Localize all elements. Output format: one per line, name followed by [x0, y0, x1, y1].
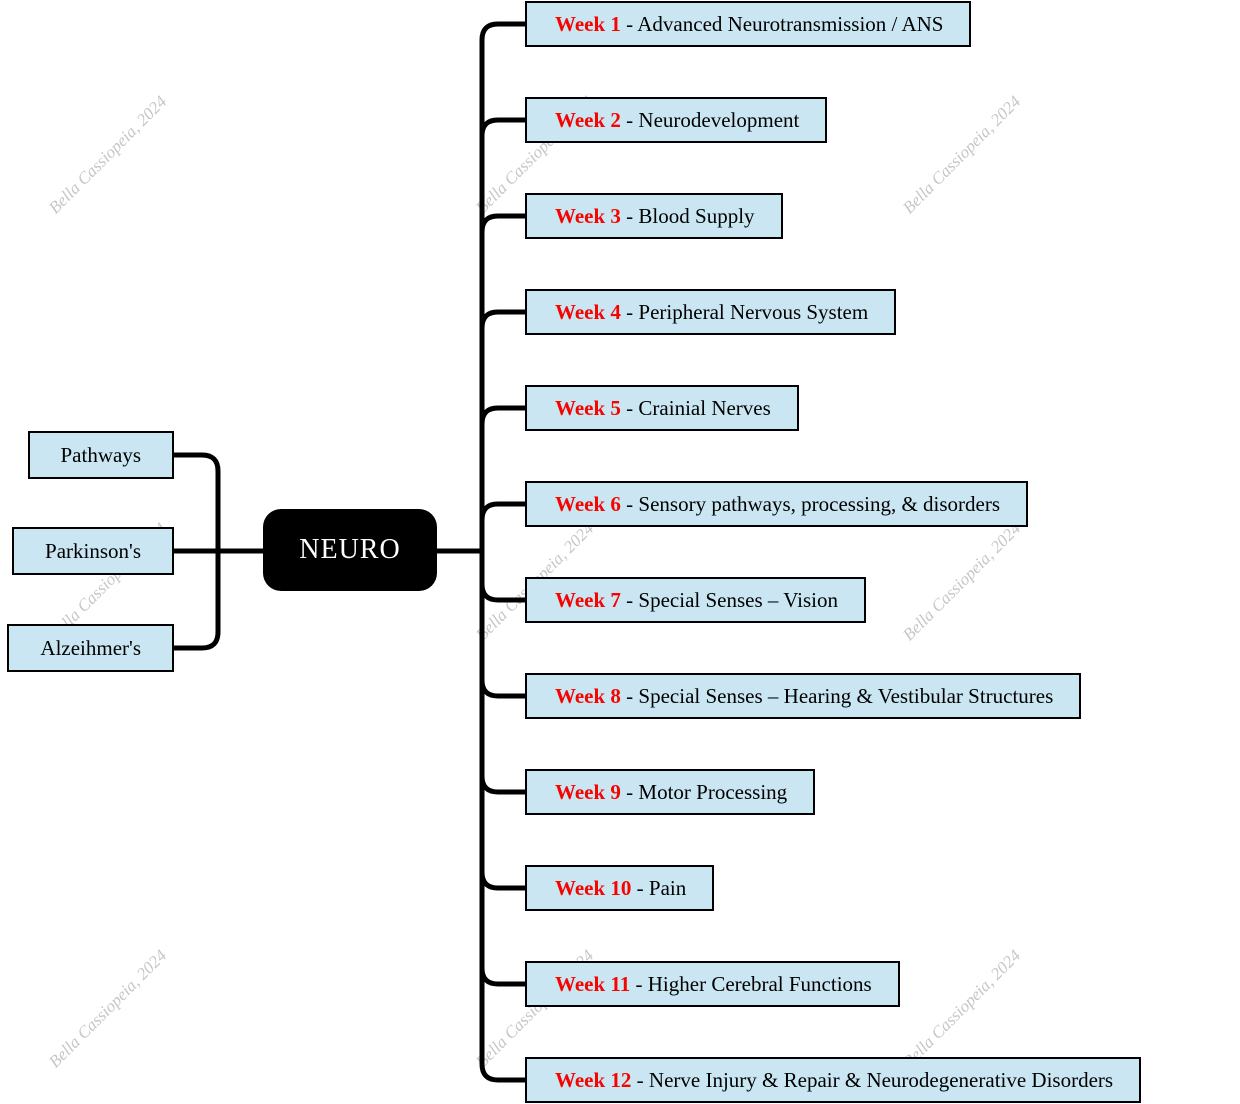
week-title-label: Special Senses – Vision — [638, 588, 839, 612]
week-separator: - — [620, 204, 639, 228]
branch-stub-connector — [479, 213, 525, 233]
week-number-label: Week 9 — [555, 780, 621, 804]
week-title-label: Special Senses – Hearing & Vestibular St… — [638, 684, 1054, 708]
week-number-label: Week 4 — [555, 300, 621, 324]
mindmap-node-week-8: Week 8 - Special Senses – Hearing & Vest… — [525, 673, 1082, 719]
week-title-label: Neurodevelopment — [638, 108, 800, 132]
branch-stub-connector — [479, 117, 525, 137]
week-title-label: Motor Processing — [638, 780, 788, 804]
week-number-label: Week 7 — [555, 588, 621, 612]
mindmap-root-node-neuro: NEURO — [263, 509, 437, 591]
branch-node-label: Pathways — [60, 443, 142, 467]
week-number-label: Week 5 — [555, 396, 621, 420]
mindmap-node-week-12: Week 12 - Nerve Injury & Repair & Neurod… — [525, 1057, 1142, 1103]
week-number-label: Week 2 — [555, 108, 621, 132]
week-number-label: Week 1 — [555, 12, 621, 36]
branch-stub-connector — [479, 871, 525, 891]
week-separator: - — [630, 972, 648, 996]
branch-stub-connector — [479, 405, 525, 425]
week-separator: - — [620, 108, 639, 132]
week-separator: - — [631, 876, 649, 900]
mindmap-node-week-3: Week 3 - Blood Supply — [525, 193, 783, 239]
mindmap-node-week-7: Week 7 - Special Senses – Vision — [525, 577, 867, 623]
week-separator: - — [620, 684, 639, 708]
branch-stub-connector — [479, 775, 525, 795]
week-number-label: Week 12 — [555, 1068, 632, 1092]
week-title-label: Crainial Nerves — [638, 396, 771, 420]
week-separator: - — [620, 12, 638, 36]
branch-stub-connector — [479, 309, 525, 329]
branch-stub-connector — [479, 501, 525, 521]
mindmap-node-week-2: Week 2 - Neurodevelopment — [525, 97, 828, 143]
mindmap-node-alzeihmers: Alzeihmer's — [7, 624, 174, 672]
branch-stub-connector — [479, 583, 525, 603]
week-title-label: Blood Supply — [638, 204, 755, 228]
mindmap-node-week-11: Week 11 - Higher Cerebral Functions — [525, 961, 900, 1007]
mindmap-node-parkinsons: Parkinson's — [12, 527, 174, 575]
week-separator: - — [620, 588, 639, 612]
mindmap-node-week-10: Week 10 - Pain — [525, 865, 715, 911]
week-number-label: Week 6 — [555, 492, 621, 516]
week-title-label: Sensory pathways, processing, & disorder… — [638, 492, 1001, 516]
week-separator: - — [620, 300, 639, 324]
week-title-label: Nerve Injury & Repair & Neurodegenerativ… — [648, 1068, 1114, 1092]
week-title-label: Advanced Neurotransmission / ANS — [637, 12, 944, 36]
mindmap-node-week-9: Week 9 - Motor Processing — [525, 769, 816, 815]
mindmap-node-week-4: Week 4 - Peripheral Nervous System — [525, 289, 897, 335]
week-title-label: Higher Cerebral Functions — [647, 972, 872, 996]
mindmap-node-week-1: Week 1 - Advanced Neurotransmission / AN… — [525, 1, 972, 47]
week-separator: - — [620, 780, 639, 804]
week-separator: - — [620, 492, 639, 516]
branch-stub-connector — [479, 967, 525, 987]
spine-connector — [479, 21, 525, 1083]
branch-node-label: Alzeihmer's — [40, 636, 141, 660]
root-node-label: NEURO — [299, 534, 401, 565]
week-title-label: Peripheral Nervous System — [638, 300, 869, 324]
week-separator: - — [620, 396, 639, 420]
week-number-label: Week 8 — [555, 684, 621, 708]
week-separator: - — [631, 1068, 649, 1092]
branch-node-label: Parkinson's — [45, 539, 141, 563]
week-title-label: Pain — [648, 876, 687, 900]
mindmap-node-week-5: Week 5 - Crainial Nerves — [525, 385, 799, 431]
week-number-label: Week 11 — [555, 972, 631, 996]
mindmap-node-pathways: Pathways — [27, 431, 174, 479]
branch-stub-connector — [479, 679, 525, 699]
week-number-label: Week 3 — [555, 204, 621, 228]
week-number-label: Week 10 — [555, 876, 632, 900]
mindmap-node-week-6: Week 6 - Sensory pathways, processing, &… — [525, 481, 1029, 527]
